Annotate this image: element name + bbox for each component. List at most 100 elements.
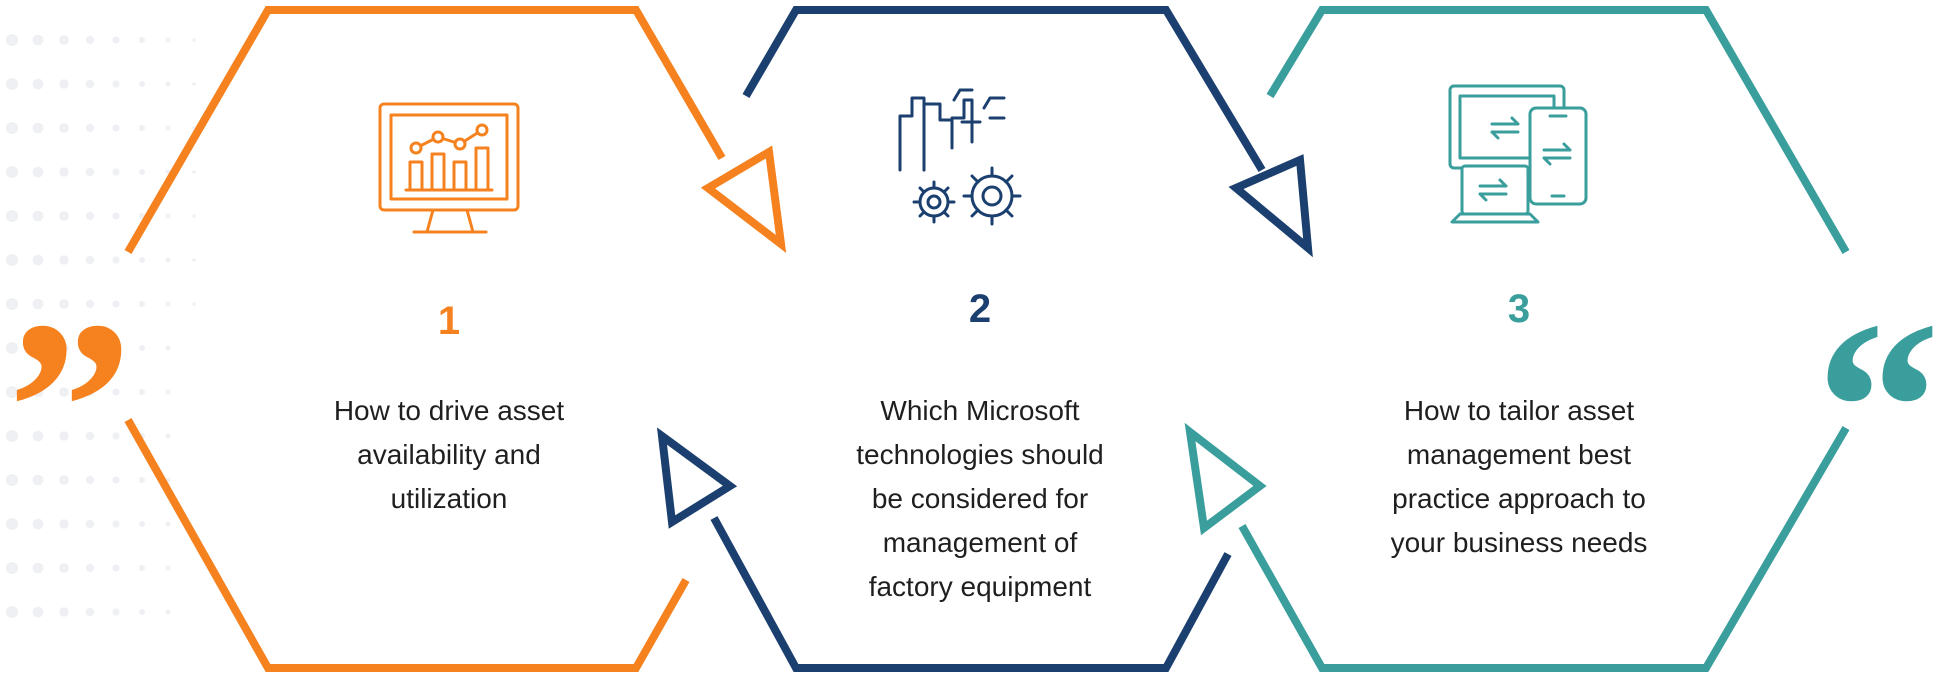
step-3-line-2: management best <box>1407 439 1631 470</box>
background-dot <box>59 299 69 309</box>
background-dot <box>139 169 145 175</box>
background-dot <box>112 256 120 264</box>
background-dot <box>165 433 171 439</box>
step-2-line-5: factory equipment <box>869 571 1092 602</box>
factory-gears-icon <box>898 88 1022 226</box>
step-3-description: How to tailor asset management best prac… <box>1391 395 1648 558</box>
step-3-line-1: How to tailor asset <box>1404 395 1635 426</box>
step-2-line-3: be considered for <box>872 483 1088 514</box>
background-dot <box>32 254 44 266</box>
background-dot <box>165 389 171 395</box>
background-dot <box>85 299 95 309</box>
background-dot <box>32 606 44 618</box>
background-dot <box>165 81 171 87</box>
background-dot <box>6 518 18 530</box>
background-dot <box>165 521 171 527</box>
devices-sync-icon <box>1448 84 1588 224</box>
right-quote-mark-icon: “ <box>1816 270 1939 547</box>
background-dot <box>32 298 44 310</box>
background-dot <box>112 432 120 440</box>
step-1-description: How to drive asset availability and util… <box>334 395 565 514</box>
background-dot <box>139 477 145 483</box>
background-dot <box>6 78 18 90</box>
background-dot <box>6 298 18 310</box>
step-2-hexagon-upper-outline <box>742 5 1266 173</box>
background-dot <box>6 210 18 222</box>
background-dot <box>139 565 145 571</box>
small-gear-icon <box>912 180 956 224</box>
step-2-number: 2 <box>969 287 991 331</box>
background-dot <box>192 302 196 306</box>
background-dot <box>139 609 145 615</box>
step-1-line-2: availability and <box>357 439 541 470</box>
background-dot <box>192 258 196 262</box>
step-2-line-2: technologies should <box>856 439 1104 470</box>
analytics-monitor-icon <box>378 102 520 234</box>
background-dot <box>59 35 69 45</box>
background-dot <box>59 563 69 573</box>
background-dot <box>112 476 120 484</box>
background-dot <box>85 431 95 441</box>
step-3-hexagon-lower-outline <box>1238 425 1850 672</box>
background-dot <box>32 562 44 574</box>
step-1-line-3: utilization <box>391 483 508 514</box>
step-3-line-4: your business needs <box>1391 527 1648 558</box>
background-dot <box>165 345 171 351</box>
background-dot <box>192 214 196 218</box>
background-dot <box>85 475 95 485</box>
background-dot <box>85 211 95 221</box>
background-dot <box>59 79 69 89</box>
step-3-hexagon-upper-outline <box>1266 5 1850 255</box>
background-dot <box>59 387 69 397</box>
background-dot <box>85 607 95 617</box>
background-dot <box>112 80 120 88</box>
step-1-arrow-icon <box>700 145 787 254</box>
background-dot <box>32 518 44 530</box>
step-1-hexagon-lower-outline <box>124 418 690 672</box>
background-dot <box>112 388 120 396</box>
background-dot <box>85 123 95 133</box>
background-dot-pattern <box>6 34 196 618</box>
background-dot <box>59 519 69 529</box>
background-dot <box>85 563 95 573</box>
background-dot <box>32 210 44 222</box>
background-dot <box>112 212 120 220</box>
background-dot <box>165 213 171 219</box>
step-2-hexagon-lower-outline <box>710 516 1232 672</box>
background-dot <box>112 300 120 308</box>
background-dot <box>112 124 120 132</box>
background-dot <box>165 257 171 263</box>
background-dot <box>112 608 120 616</box>
background-dot <box>59 255 69 265</box>
step-2-hexagon <box>656 5 1313 672</box>
large-gear-icon <box>962 166 1022 226</box>
background-dot <box>165 609 171 615</box>
background-dot <box>165 301 171 307</box>
background-dot <box>32 122 44 134</box>
background-dot <box>59 211 69 221</box>
background-dot <box>59 343 69 353</box>
background-dot <box>112 520 120 528</box>
step-2-back-arrow-icon <box>656 427 738 529</box>
background-dot <box>139 81 145 87</box>
background-dot <box>85 79 95 89</box>
background-dot <box>6 34 18 46</box>
background-dot <box>85 255 95 265</box>
step-3-number: 3 <box>1508 287 1530 331</box>
background-dot <box>32 166 44 178</box>
step-1-hexagon-upper-outline <box>124 6 726 255</box>
step-3-line-3: practice approach to <box>1392 483 1646 514</box>
background-dot <box>6 562 18 574</box>
left-quote-mark-icon: ” <box>8 270 133 547</box>
background-dot <box>85 167 95 177</box>
background-dot <box>192 38 196 42</box>
background-dot <box>85 35 95 45</box>
background-dot <box>6 430 18 442</box>
background-dot <box>139 257 145 263</box>
step-2-line-1: Which Microsoft <box>880 395 1079 426</box>
step-2-description: Which Microsoft technologies should be c… <box>856 395 1104 602</box>
background-dot <box>85 519 95 529</box>
background-dot <box>112 36 120 44</box>
step-2-line-4: management of <box>883 527 1078 558</box>
